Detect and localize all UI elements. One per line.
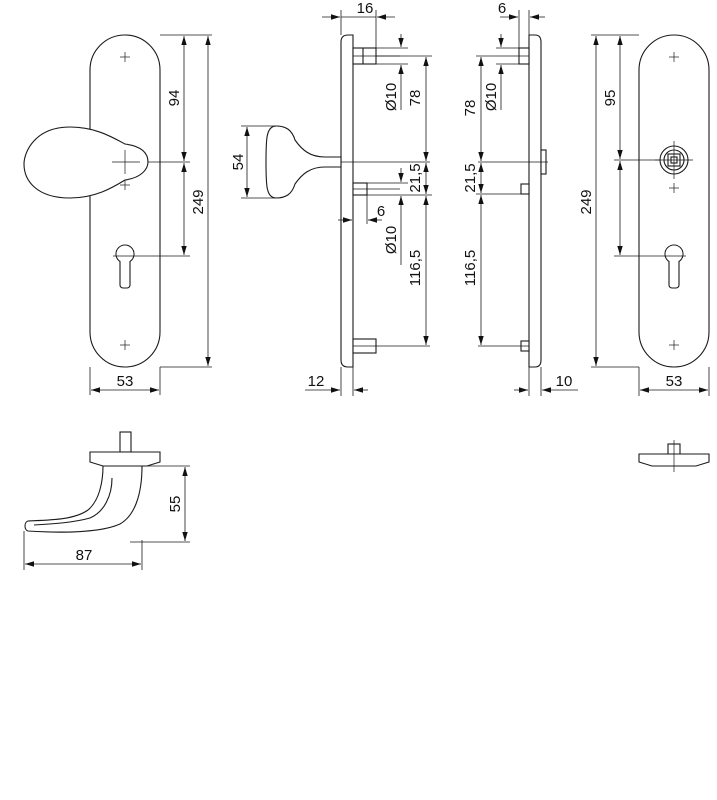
plate-outline-right bbox=[638, 34, 710, 368]
top-view-handle: 55 87 bbox=[23, 431, 190, 570]
dim-116-5-side: 116,5 bbox=[407, 250, 424, 286]
dim-78-back: 78 bbox=[462, 100, 479, 117]
dim-78-side: 78 bbox=[407, 90, 424, 107]
dim-249-left: 249 bbox=[190, 189, 207, 214]
knob-profile bbox=[265, 125, 342, 199]
dim-54: 54 bbox=[230, 154, 247, 171]
dim-94: 94 bbox=[166, 90, 183, 107]
dim-116-5-back: 116,5 bbox=[462, 250, 479, 286]
plate-outline-left bbox=[89, 34, 161, 368]
dim-12: 12 bbox=[308, 373, 325, 390]
dim-21-5-back: 21,5 bbox=[462, 163, 479, 192]
dim-21-5-side: 21,5 bbox=[407, 163, 424, 192]
dim-55: 55 bbox=[167, 496, 184, 513]
top-view-inner-rose bbox=[638, 440, 710, 472]
dim-dia10-lower-side: Ø10 bbox=[383, 226, 400, 254]
dim-95: 95 bbox=[602, 90, 619, 107]
knob-shape bbox=[23, 126, 149, 199]
dim-10: 10 bbox=[556, 373, 573, 390]
screw-mark-top-left bbox=[120, 52, 130, 62]
dim-16: 16 bbox=[357, 0, 374, 17]
keyhole-right bbox=[662, 244, 686, 289]
dim-249-right: 249 bbox=[578, 189, 595, 214]
dim-53-right: 53 bbox=[666, 373, 683, 390]
dim-6-back: 6 bbox=[498, 0, 506, 17]
side-view-back: 6 Ø10 78 21,5 116,5 10 bbox=[462, 0, 578, 396]
dim-87: 87 bbox=[76, 547, 93, 564]
screw-mark-mid-left bbox=[120, 180, 130, 190]
dim-dia10-back: Ø10 bbox=[483, 83, 500, 111]
dim-dia10-upper-side: Ø10 bbox=[383, 83, 400, 111]
spindle-rose bbox=[655, 141, 693, 179]
front-view-knob-plate: 94 249 53 bbox=[23, 34, 212, 395]
screw-mark-bottom-left bbox=[120, 340, 130, 350]
side-view-knob: 16 Ø10 78 21,5 6 Ø10 116,5 54 bbox=[230, 0, 432, 396]
front-view-inner-plate: 95 249 53 bbox=[578, 34, 710, 396]
back-plate bbox=[528, 34, 542, 368]
side-plate bbox=[340, 34, 354, 368]
handle-lever bbox=[24, 465, 143, 533]
keyhole-left bbox=[113, 244, 137, 289]
dim-53-left: 53 bbox=[117, 373, 134, 390]
dim-6-side: 6 bbox=[377, 203, 385, 220]
